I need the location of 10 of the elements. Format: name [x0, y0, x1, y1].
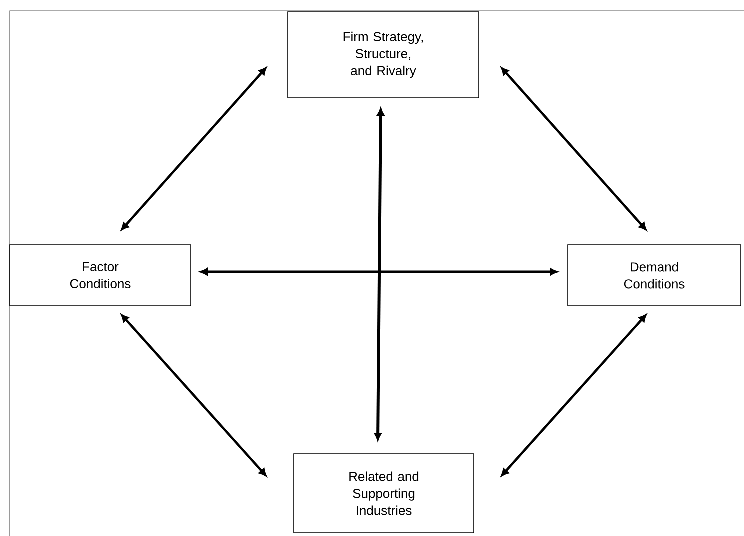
double-arrow — [501, 314, 647, 476]
double-arrow — [121, 314, 267, 476]
double-arrow — [121, 68, 267, 230]
factor-box: Demand Conditions — [568, 244, 742, 306]
double-arrow — [200, 268, 558, 276]
factor-box: Firm Strategy, Structure, and Rivalry — [288, 12, 480, 98]
factor-box: Related and Supporting Industries — [294, 454, 474, 534]
factor-box: Factor Conditions — [10, 244, 192, 306]
double-arrow — [501, 68, 647, 230]
double-arrow — [374, 108, 384, 441]
